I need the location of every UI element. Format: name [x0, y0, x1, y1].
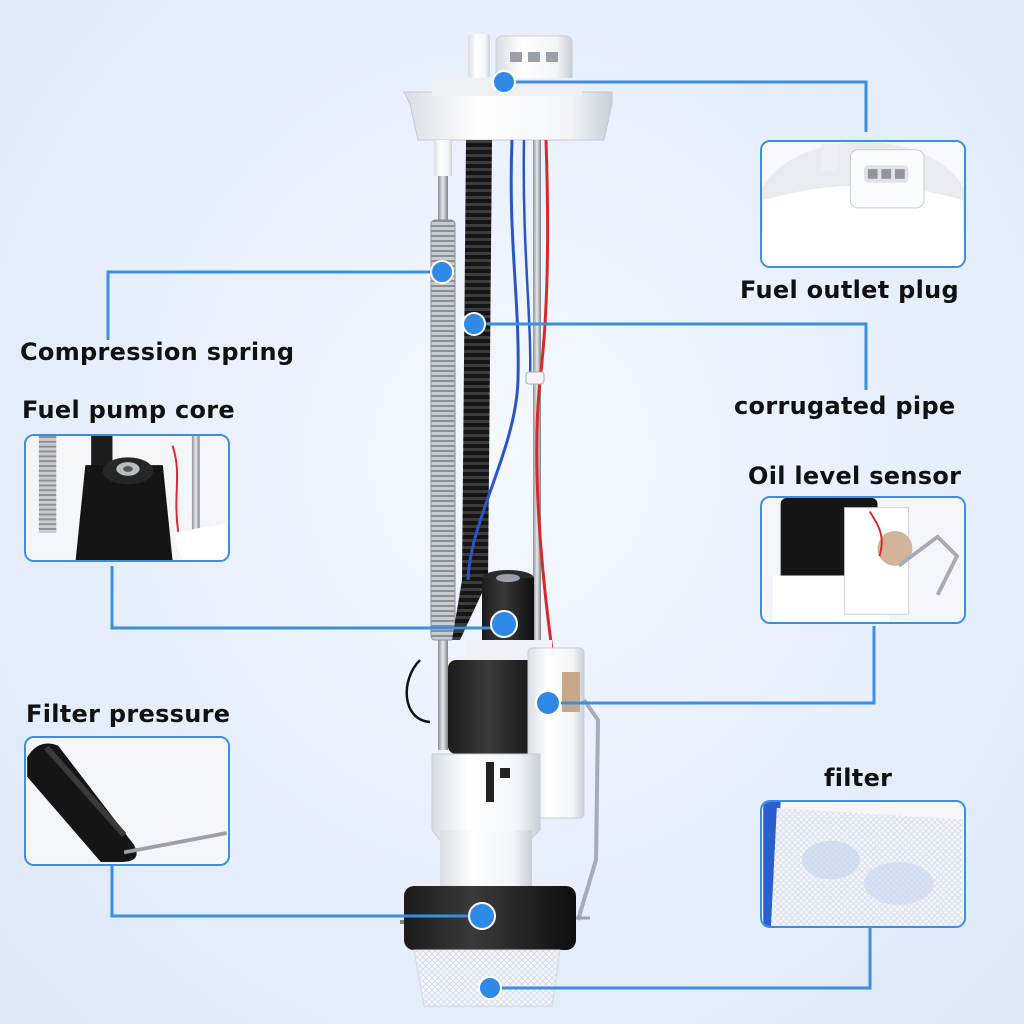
callout-dot-compression-spring — [430, 260, 454, 284]
filter-photo — [763, 802, 963, 926]
callout-dot-filter-pressure — [468, 902, 496, 930]
fuel-outlet-plug-photo — [762, 142, 964, 266]
inset-filter-pressure — [24, 736, 230, 866]
inset-fuel-pump-core — [24, 434, 230, 562]
callout-line-fuel-pump-core — [110, 566, 504, 630]
callout-line-filter — [490, 928, 872, 990]
label-filter: filter — [824, 764, 893, 792]
inset-filter — [760, 800, 966, 928]
callout-line-fuel-outlet-plug — [504, 80, 868, 132]
fuel-pump-core-photo — [27, 436, 227, 560]
compression-spring — [430, 219, 456, 641]
inset-fuel-outlet-plug — [760, 140, 966, 268]
callout-dot-fuel-pump-core — [490, 610, 518, 638]
callout-line-compression-spring — [106, 270, 442, 340]
label-fuel-pump-core: Fuel pump core — [22, 396, 235, 424]
callout-dot-oil-level-sensor — [535, 690, 561, 716]
callout-line-oil-level-sensor — [548, 626, 876, 705]
wire-blue — [466, 139, 520, 581]
label-compression-spring: Compression spring — [20, 338, 295, 366]
callout-dot-corrugated-pipe — [462, 312, 486, 336]
label-filter-pressure: Filter pressure — [26, 700, 231, 728]
label-corrugated-pipe: corrugated pipe — [734, 392, 956, 420]
callout-dot-fuel-outlet-plug — [492, 70, 516, 94]
callout-line-corrugated-pipe — [474, 322, 868, 390]
oil-level-sensor-photo — [763, 498, 963, 622]
inset-oil-level-sensor — [760, 496, 966, 624]
label-oil-level-sensor: Oil level sensor — [748, 462, 962, 490]
callout-dot-filter — [478, 976, 502, 1000]
label-fuel-outlet-plug: Fuel outlet plug — [740, 276, 959, 304]
callout-line-filter-pressure — [110, 866, 482, 918]
filter-pressure-photo — [27, 738, 228, 864]
